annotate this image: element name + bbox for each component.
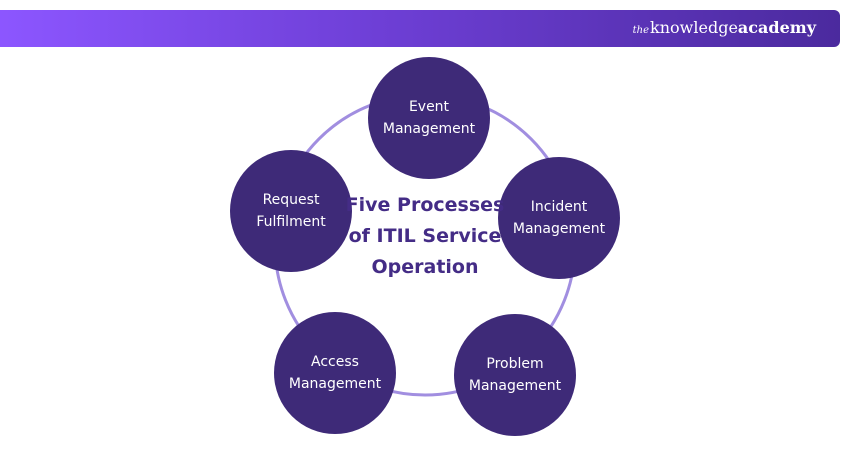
node-incident-management-label: Incident Management (512, 199, 606, 237)
node-problem-management-label: Problem Management (468, 356, 562, 394)
node-access-management-label: Access Management (288, 354, 382, 392)
diagram-title: Five Processes of ITIL Service Operation (345, 194, 505, 278)
node-problem-management: Problem Management (454, 314, 576, 436)
brand-suffix: academy (737, 18, 816, 37)
node-request-fulfilment: Request Fulfilment (230, 150, 352, 272)
node-access-management: Access Management (274, 312, 396, 434)
brand-name: knowledge (650, 18, 738, 37)
header-banner: theknowledgeacademy (0, 10, 840, 47)
brand-prefix: the (632, 25, 650, 36)
brand-logo: theknowledgeacademy (633, 20, 816, 39)
node-incident-management: Incident Management (498, 157, 620, 279)
node-request-fulfilment-label: Request Fulfilment (256, 192, 326, 230)
node-event-management-label: Event Management (382, 99, 476, 137)
node-event-management: Event Management (368, 57, 490, 179)
